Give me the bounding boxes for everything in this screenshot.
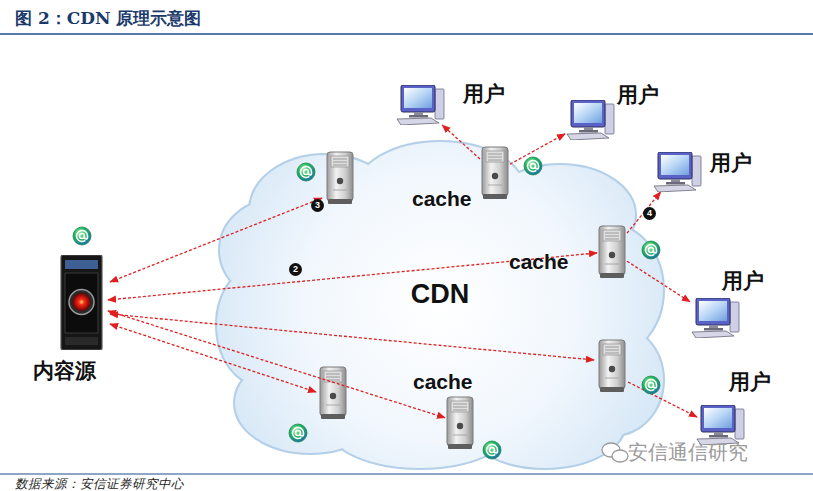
- node-label: 用户: [729, 370, 771, 393]
- cache-server: cache: [597, 224, 627, 279]
- figure-title: 图 2：CDN 原理示意图: [15, 7, 201, 30]
- content-source-shape: [55, 255, 108, 350]
- node-label: cache: [412, 187, 472, 210]
- user-terminal-shape: [395, 85, 445, 125]
- user-terminal-shape: [690, 298, 740, 338]
- node-label: 用户: [617, 83, 659, 106]
- dashed-arrow: [627, 261, 690, 302]
- user-terminal-shape: [695, 405, 745, 445]
- cache-server-shape: [597, 224, 627, 279]
- dashed-arrow: [108, 253, 597, 300]
- node-label: 用户: [710, 151, 752, 174]
- node-label: cache: [509, 250, 569, 273]
- title-rule: [0, 33, 813, 35]
- callout-number: 4: [643, 207, 656, 220]
- node-label: cache: [413, 370, 473, 393]
- dashed-arrow: [442, 125, 480, 159]
- cdn-cloud: CDNcachecachecache: [215, 140, 665, 470]
- callout-number: 3: [311, 199, 324, 212]
- user-terminal: 用户: [695, 405, 745, 445]
- source-note: 数据来源：安信证券研究中心: [15, 476, 184, 491]
- cache-server: cache: [480, 145, 510, 200]
- node-label: CDN: [395, 280, 485, 310]
- dashed-arrow: [108, 311, 445, 418]
- dashed-arrow: [510, 134, 565, 164]
- watermark: 安信通信研究: [628, 439, 748, 466]
- user-terminal-shape: [652, 152, 702, 192]
- user-terminal: 用户: [395, 85, 445, 125]
- cache-server: cache: [445, 395, 475, 450]
- user-terminal: 用户: [652, 152, 702, 192]
- node-label: 用户: [722, 269, 764, 292]
- callout-number: 2: [289, 263, 302, 276]
- node-label: 用户: [463, 82, 505, 105]
- cache-server-shape: [445, 395, 475, 450]
- user-terminal: 用户: [565, 100, 615, 140]
- content-source: 内容源: [55, 255, 108, 350]
- footer-rule: [0, 474, 813, 475]
- user-terminal-shape: [565, 100, 615, 140]
- web-icon: [73, 227, 91, 245]
- dashed-arrow: [627, 192, 661, 233]
- node-label: 内容源: [33, 359, 96, 382]
- cache-server-shape: [480, 145, 510, 200]
- user-terminal: 用户: [690, 298, 740, 338]
